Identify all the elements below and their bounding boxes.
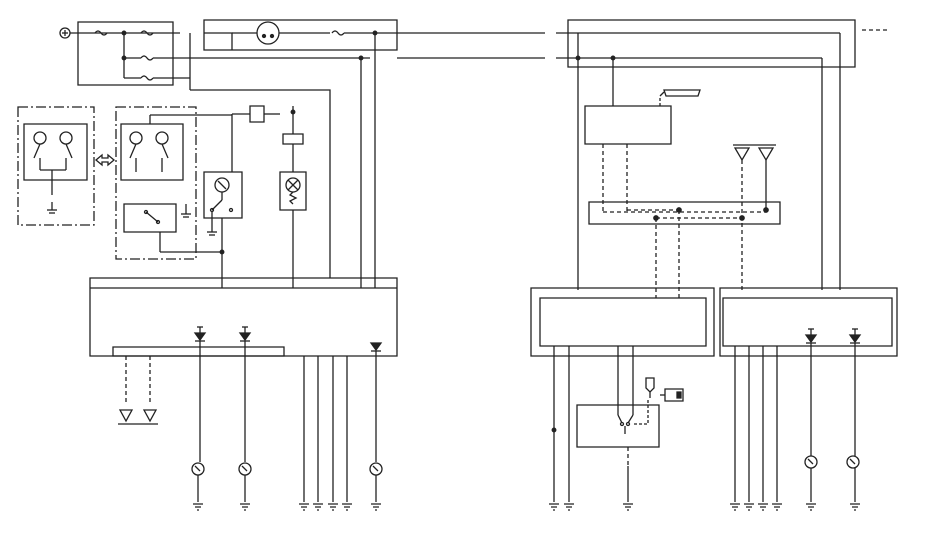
ground-icon <box>47 202 57 213</box>
key-icon <box>646 378 683 401</box>
battery-terminal-icon <box>60 28 70 38</box>
fuse-box-internal-wires <box>124 33 370 78</box>
switch-group-a <box>18 107 94 225</box>
ground-icon <box>549 504 860 510</box>
switch-icon <box>618 415 633 434</box>
bulb-icon <box>286 178 300 204</box>
connector-arrow-icon <box>118 410 158 424</box>
key-switch-module <box>577 405 659 447</box>
control-module-left <box>90 278 397 356</box>
control-module-right-a <box>531 288 714 356</box>
switch-group-b <box>116 107 196 259</box>
switch-icon <box>211 178 233 212</box>
switch-icon <box>34 132 72 195</box>
fuse-icon <box>95 31 153 80</box>
switch-icon <box>145 211 160 224</box>
fuse-box <box>78 22 173 85</box>
switch-module <box>204 172 242 218</box>
connector-header <box>568 20 855 67</box>
double-arrow-icon <box>96 155 114 165</box>
sensor-connector-icon <box>660 90 700 96</box>
fuse-icon <box>332 31 344 35</box>
control-module-right-b <box>720 288 897 356</box>
ground-wires <box>304 356 347 502</box>
bulb-icon <box>805 456 859 468</box>
lamp-housing <box>204 20 397 50</box>
ground-icon <box>181 204 191 217</box>
diode-icon <box>806 329 860 343</box>
connector-arrow-icon <box>733 145 776 160</box>
relay-coil-icon <box>250 106 264 122</box>
switch-icon <box>130 115 232 172</box>
ecu-module <box>585 106 671 144</box>
relay-icon <box>283 134 303 144</box>
data-bus-block <box>589 202 780 224</box>
ground-icon <box>193 504 381 510</box>
ground-wires <box>735 346 777 502</box>
lamp-icon <box>257 22 279 44</box>
bulb-icon <box>192 463 382 475</box>
ground-icon <box>207 212 217 235</box>
